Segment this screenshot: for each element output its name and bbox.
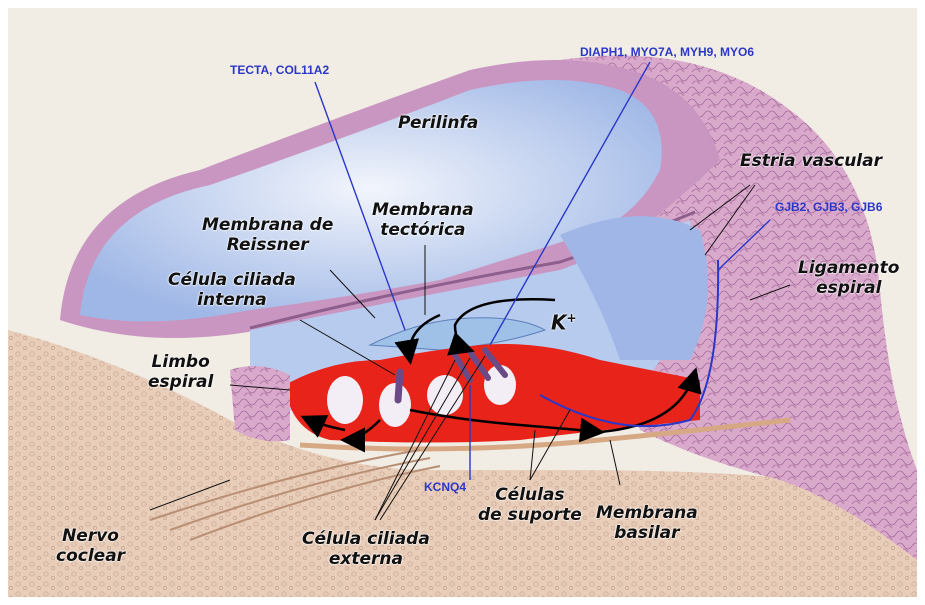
tunnel-space-2 bbox=[379, 383, 411, 427]
label-k-charge: + bbox=[567, 311, 577, 325]
label-nervo-coclear-line1: Nervo bbox=[56, 526, 125, 546]
label-limbo-espiral-line2: espiral bbox=[148, 372, 213, 392]
spiral-limbus-tissue bbox=[230, 366, 290, 441]
inner-hair-cell bbox=[398, 372, 400, 400]
label-ligamento-espiral-line2: espiral bbox=[798, 278, 899, 298]
label-celula-ciliada-interna: Célula ciliada interna bbox=[168, 270, 296, 310]
label-membrana-basilar-line2: basilar bbox=[596, 523, 698, 543]
label-membrana-reissner-line1: Membrana de bbox=[202, 215, 333, 235]
label-ligamento-espiral-line1: Ligamento bbox=[798, 258, 899, 278]
label-celulas-suporte-line1: Células bbox=[478, 485, 582, 505]
label-membrana-reissner-line2: Reissner bbox=[202, 235, 333, 255]
label-ligamento-espiral: Ligamento espiral bbox=[798, 258, 899, 298]
tunnel-space-1 bbox=[327, 376, 363, 424]
label-celula-ciliada-externa-line1: Célula ciliada bbox=[302, 529, 430, 549]
gene-label-gjb: GJB2, GJB3, GJB6 bbox=[775, 200, 882, 214]
label-nervo-coclear-line2: coclear bbox=[56, 546, 125, 566]
gene-label-kcnq4: KCNQ4 bbox=[424, 480, 466, 494]
label-limbo-espiral: Limbo espiral bbox=[148, 352, 213, 392]
gene-label-tecta: TECTA, COL11A2 bbox=[230, 63, 329, 77]
label-k-ion: K+ bbox=[551, 308, 577, 333]
label-celula-ciliada-externa-line2: externa bbox=[302, 549, 430, 569]
label-celula-ciliada-interna-line2: interna bbox=[168, 290, 296, 310]
label-celula-ciliada-externa: Célula ciliada externa bbox=[302, 529, 430, 569]
gene-label-diaph: DIAPH1, MYO7A, MYH9, MYO6 bbox=[580, 45, 754, 59]
label-membrana-reissner: Membrana de Reissner bbox=[202, 215, 333, 255]
label-celula-ciliada-interna-line1: Célula ciliada bbox=[168, 270, 296, 290]
label-celulas-suporte: Células de suporte bbox=[478, 485, 582, 525]
label-membrana-tectorica-line2: tectórica bbox=[372, 220, 474, 240]
label-perilinfa: Perilinfa bbox=[398, 113, 478, 133]
label-limbo-espiral-line1: Limbo bbox=[148, 352, 213, 372]
label-estria-vascular: Estria vascular bbox=[740, 151, 882, 171]
label-celulas-suporte-line2: de suporte bbox=[478, 505, 582, 525]
label-membrana-tectorica: Membrana tectórica bbox=[372, 200, 474, 240]
label-k-symbol: K bbox=[551, 311, 567, 335]
label-membrana-basilar: Membrana basilar bbox=[596, 503, 698, 543]
label-membrana-basilar-line1: Membrana bbox=[596, 503, 698, 523]
label-nervo-coclear: Nervo coclear bbox=[56, 526, 125, 566]
label-membrana-tectorica-line1: Membrana bbox=[372, 200, 474, 220]
